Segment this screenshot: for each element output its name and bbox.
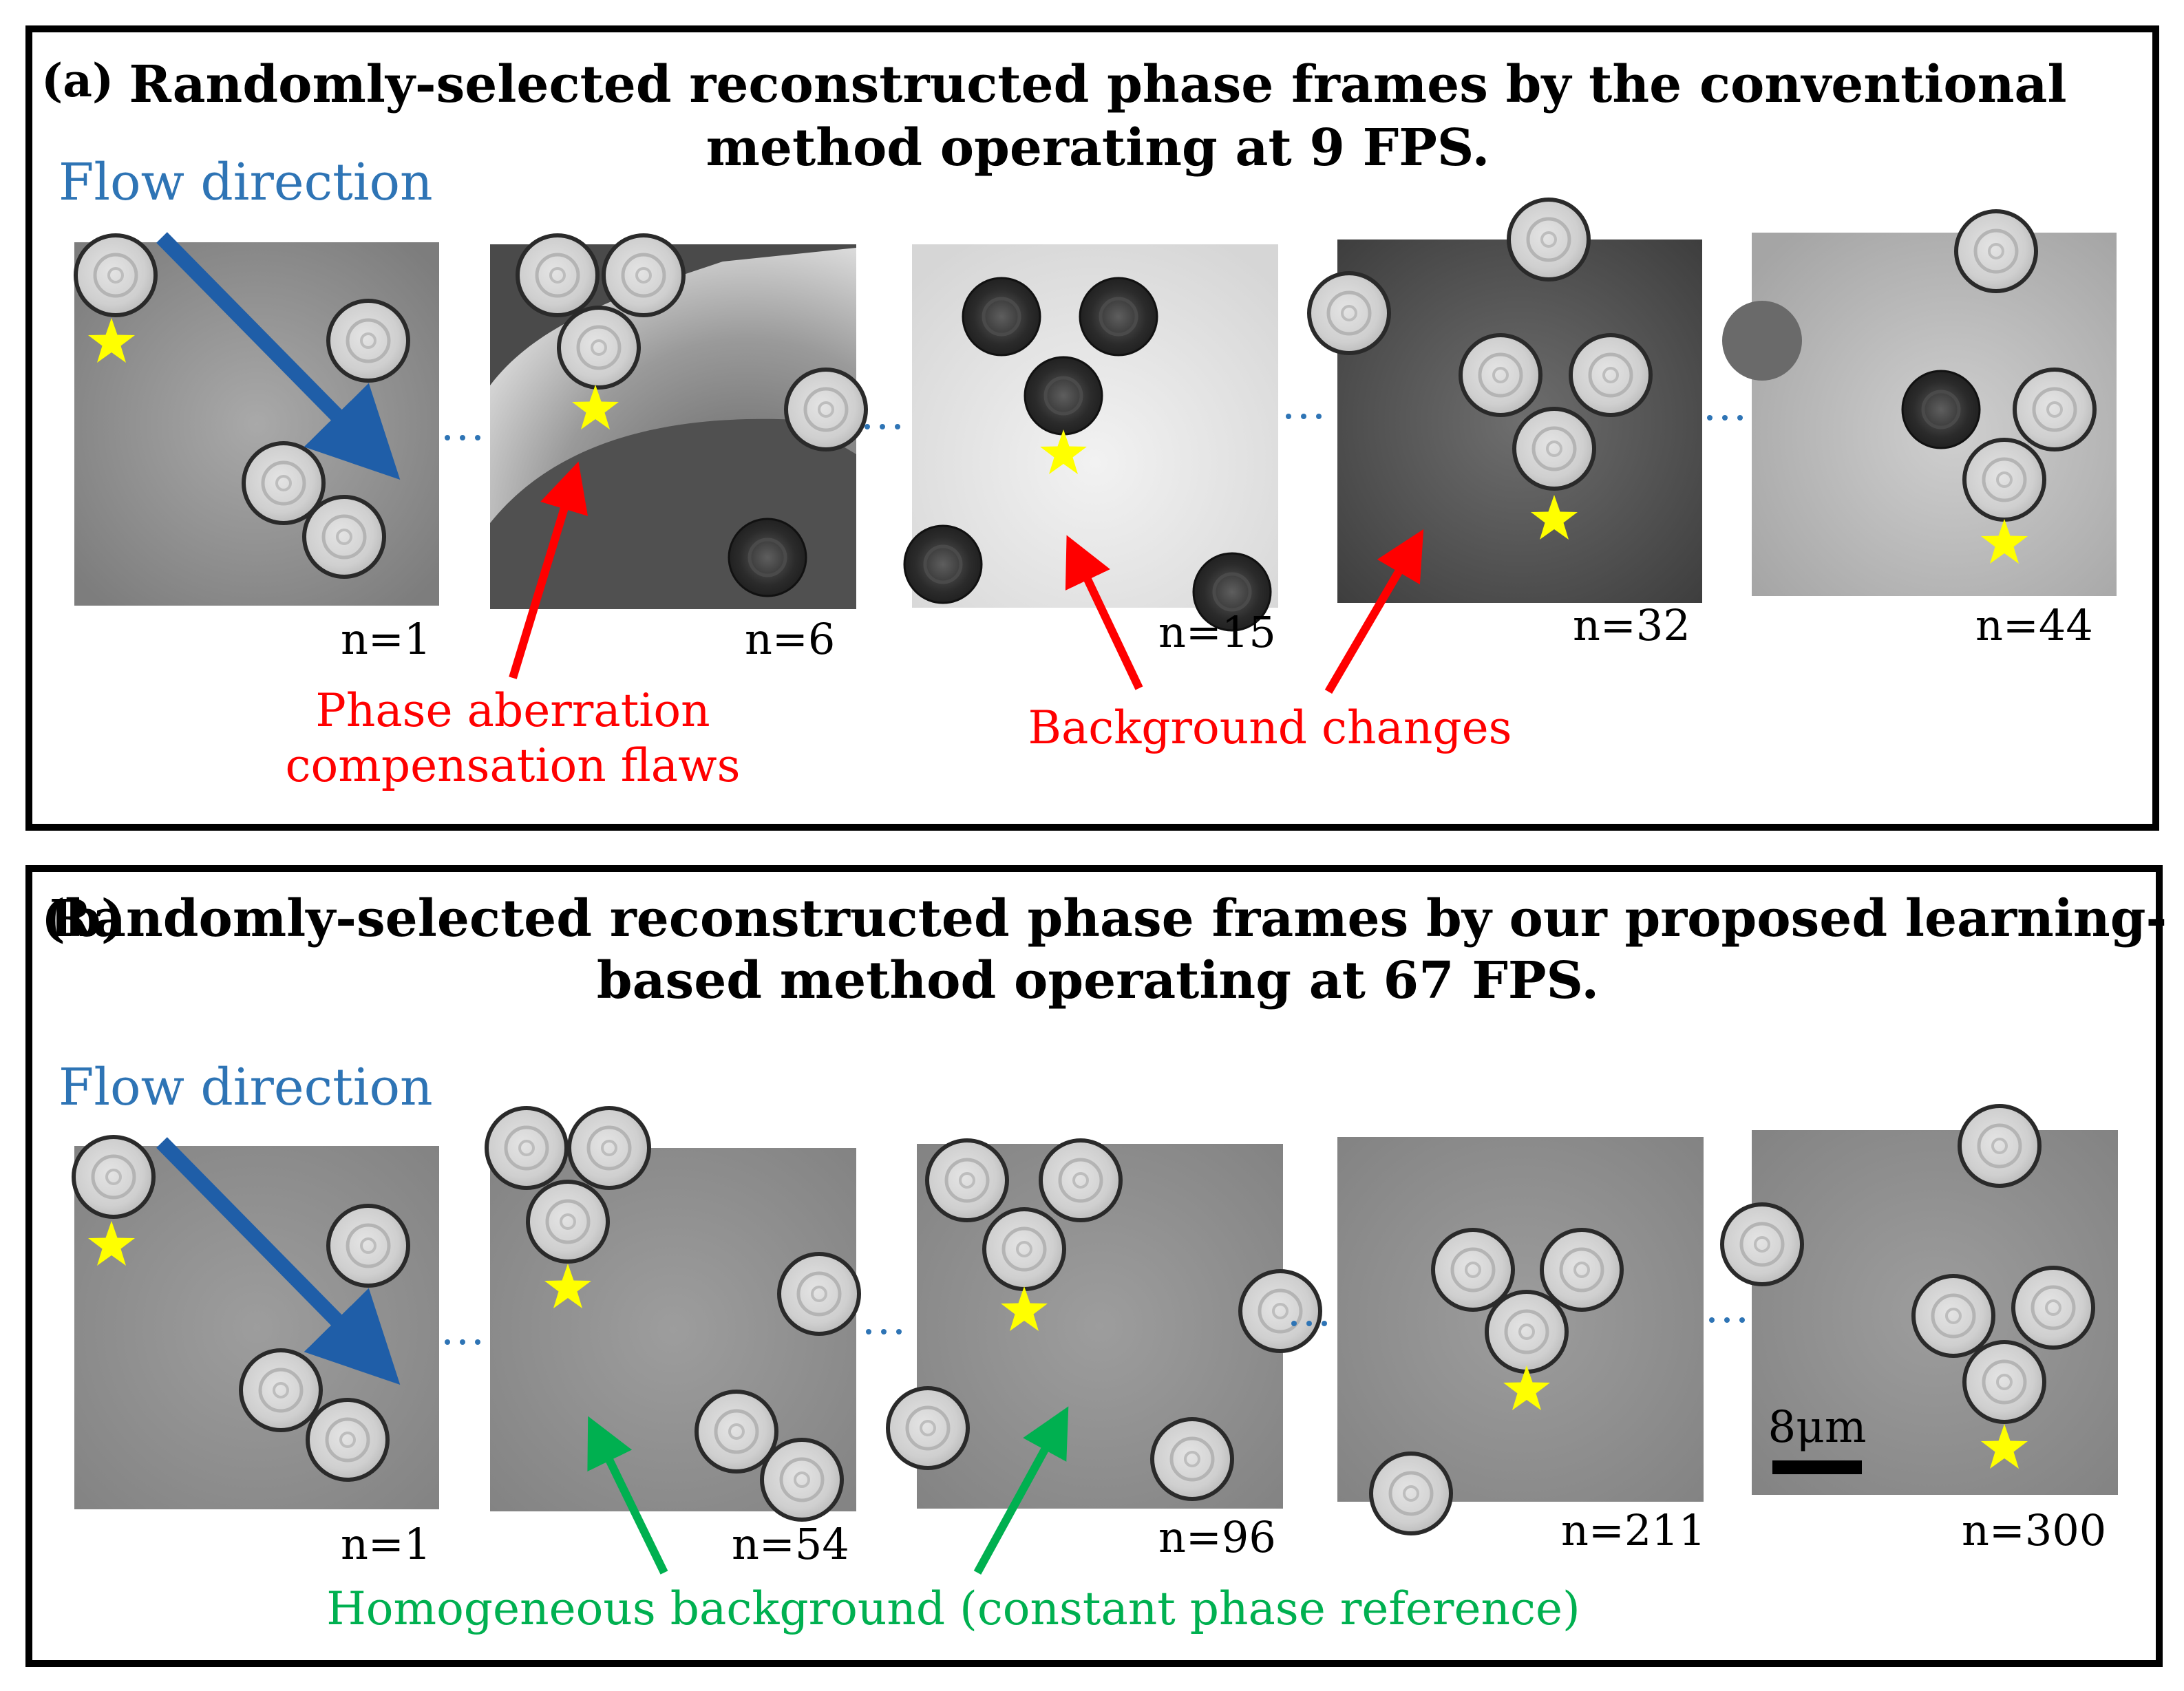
cell-2 xyxy=(1041,1140,1121,1220)
cell-1 xyxy=(487,1108,566,1188)
flow-direction-arrow-b xyxy=(156,1137,401,1385)
panel-b-frame-1 xyxy=(74,1137,439,1509)
cell-1 xyxy=(74,1137,153,1217)
cell-5 xyxy=(1964,1342,2044,1422)
panel-b-frame-4 xyxy=(1337,1137,1704,1533)
cell-2 xyxy=(328,301,408,381)
background-arrow-1 xyxy=(1065,535,1143,690)
cell-6 xyxy=(762,1440,842,1520)
panel-b-frame-label-5: n=300 xyxy=(1962,1505,2106,1555)
cell-2 xyxy=(1542,1230,1622,1310)
panel-a-frame-4 xyxy=(1309,200,1702,603)
cell-3 xyxy=(241,1350,321,1430)
cell-1 xyxy=(927,1140,1007,1220)
panel-b-frame-label-1: n=1 xyxy=(341,1519,431,1569)
cell-3 xyxy=(1913,1276,1993,1356)
panel-b-title-line2: based method operating at 67 FPS. xyxy=(597,951,1599,1010)
panel-a-frame-label-5: n=44 xyxy=(1975,600,2093,650)
cell-4 xyxy=(1514,409,1594,489)
panel-b-title-line1: Randomly-selected reconstructed phase fr… xyxy=(50,889,2167,948)
cell-4 xyxy=(308,1400,388,1480)
panel-a-frame-5 xyxy=(1722,211,2117,596)
aberration-annotation-line2: compensation flaws xyxy=(286,739,741,792)
background-arrow-2 xyxy=(1324,529,1424,694)
panel-b-frame-label-4: n=211 xyxy=(1561,1505,1706,1555)
cell-1 xyxy=(76,235,156,315)
cell-3 xyxy=(1025,357,1102,434)
cell-5 xyxy=(888,1388,968,1468)
cell-2 xyxy=(1902,371,1980,448)
panel-a-border xyxy=(25,25,2159,831)
cell-4 xyxy=(1964,440,2044,520)
cell-4 xyxy=(1371,1454,1451,1533)
panel-a-frame-3 xyxy=(904,244,1278,630)
panel-a-frame-label-1: n=1 xyxy=(341,614,431,664)
panel-b-flow-label: Flow direction xyxy=(59,1058,433,1117)
panel-a-frame-label-3: n=15 xyxy=(1158,607,1276,657)
cell-2 xyxy=(569,1108,649,1188)
cell-1 xyxy=(1309,273,1389,353)
panel-a-label: (a) xyxy=(41,54,114,107)
cell-3 xyxy=(1487,1292,1567,1372)
panel-a-frame-1 xyxy=(74,235,439,606)
cell-4 xyxy=(2013,1268,2093,1348)
panel-b-frame-label-3: n=96 xyxy=(1158,1512,1276,1562)
cell-3 xyxy=(984,1209,1064,1289)
cell-5 xyxy=(729,519,806,596)
panel-a-title-line1: Randomly-selected reconstructed phase fr… xyxy=(129,55,2066,114)
cell-1 xyxy=(1433,1230,1513,1310)
panel-a-separators xyxy=(445,414,1743,440)
homogeneous-annotation: Homogeneous background (constant phase r… xyxy=(326,1582,1580,1635)
cell-3 xyxy=(528,1182,608,1262)
panel-a-title-line2: method operating at 9 FPS. xyxy=(706,118,1490,178)
cell-2 xyxy=(1080,278,1157,355)
cell-2 xyxy=(328,1206,408,1286)
cell-1 xyxy=(1956,211,2036,291)
homogeneous-arrow-2 xyxy=(973,1406,1069,1575)
scale-bar xyxy=(1772,1460,1862,1474)
panel-b-frame-label-2: n=54 xyxy=(732,1519,849,1569)
cell-4 xyxy=(1240,1271,1320,1351)
flow-direction-arrow-a xyxy=(156,232,401,480)
cell-1 xyxy=(963,278,1040,355)
aberration-annotation-line1: Phase aberration xyxy=(315,684,710,737)
cell-2 xyxy=(1722,1204,1802,1284)
cell-4 xyxy=(904,526,982,603)
cell-1 xyxy=(1960,1106,2039,1186)
cell-4 xyxy=(304,497,384,577)
panel-b-frame-5: 8μm xyxy=(1722,1106,2118,1495)
cell-3 xyxy=(559,308,639,387)
panel-a-frame-label-4: n=32 xyxy=(1573,600,1690,650)
panel-b-label: (b) xyxy=(41,889,125,948)
background-changes-annotation: Background changes xyxy=(1028,701,1512,754)
panel-b-frame-2 xyxy=(487,1108,859,1520)
panel-a-frame-label-2: n=6 xyxy=(745,614,835,664)
cell-6 xyxy=(1152,1419,1232,1499)
cell-3 xyxy=(1571,335,1651,415)
cell-3 xyxy=(2015,370,2095,449)
panel-b-border xyxy=(25,865,2163,1667)
cell-4 xyxy=(779,1254,859,1334)
panel-b-separators xyxy=(445,1317,1745,1345)
scale-bar-label: 8μm xyxy=(1768,1402,1867,1453)
cell-5 xyxy=(1509,200,1589,279)
cell-5 xyxy=(697,1392,776,1471)
aberration-arrow xyxy=(509,461,588,679)
panel-b-frame-3 xyxy=(888,1140,1320,1509)
cell-2 xyxy=(1461,335,1540,415)
homogeneous-arrow-1 xyxy=(587,1416,668,1575)
panel-a-flow-label: Flow direction xyxy=(59,153,433,212)
cell-2 xyxy=(604,235,683,315)
cell-4 xyxy=(786,370,866,449)
cell-1 xyxy=(518,235,597,315)
